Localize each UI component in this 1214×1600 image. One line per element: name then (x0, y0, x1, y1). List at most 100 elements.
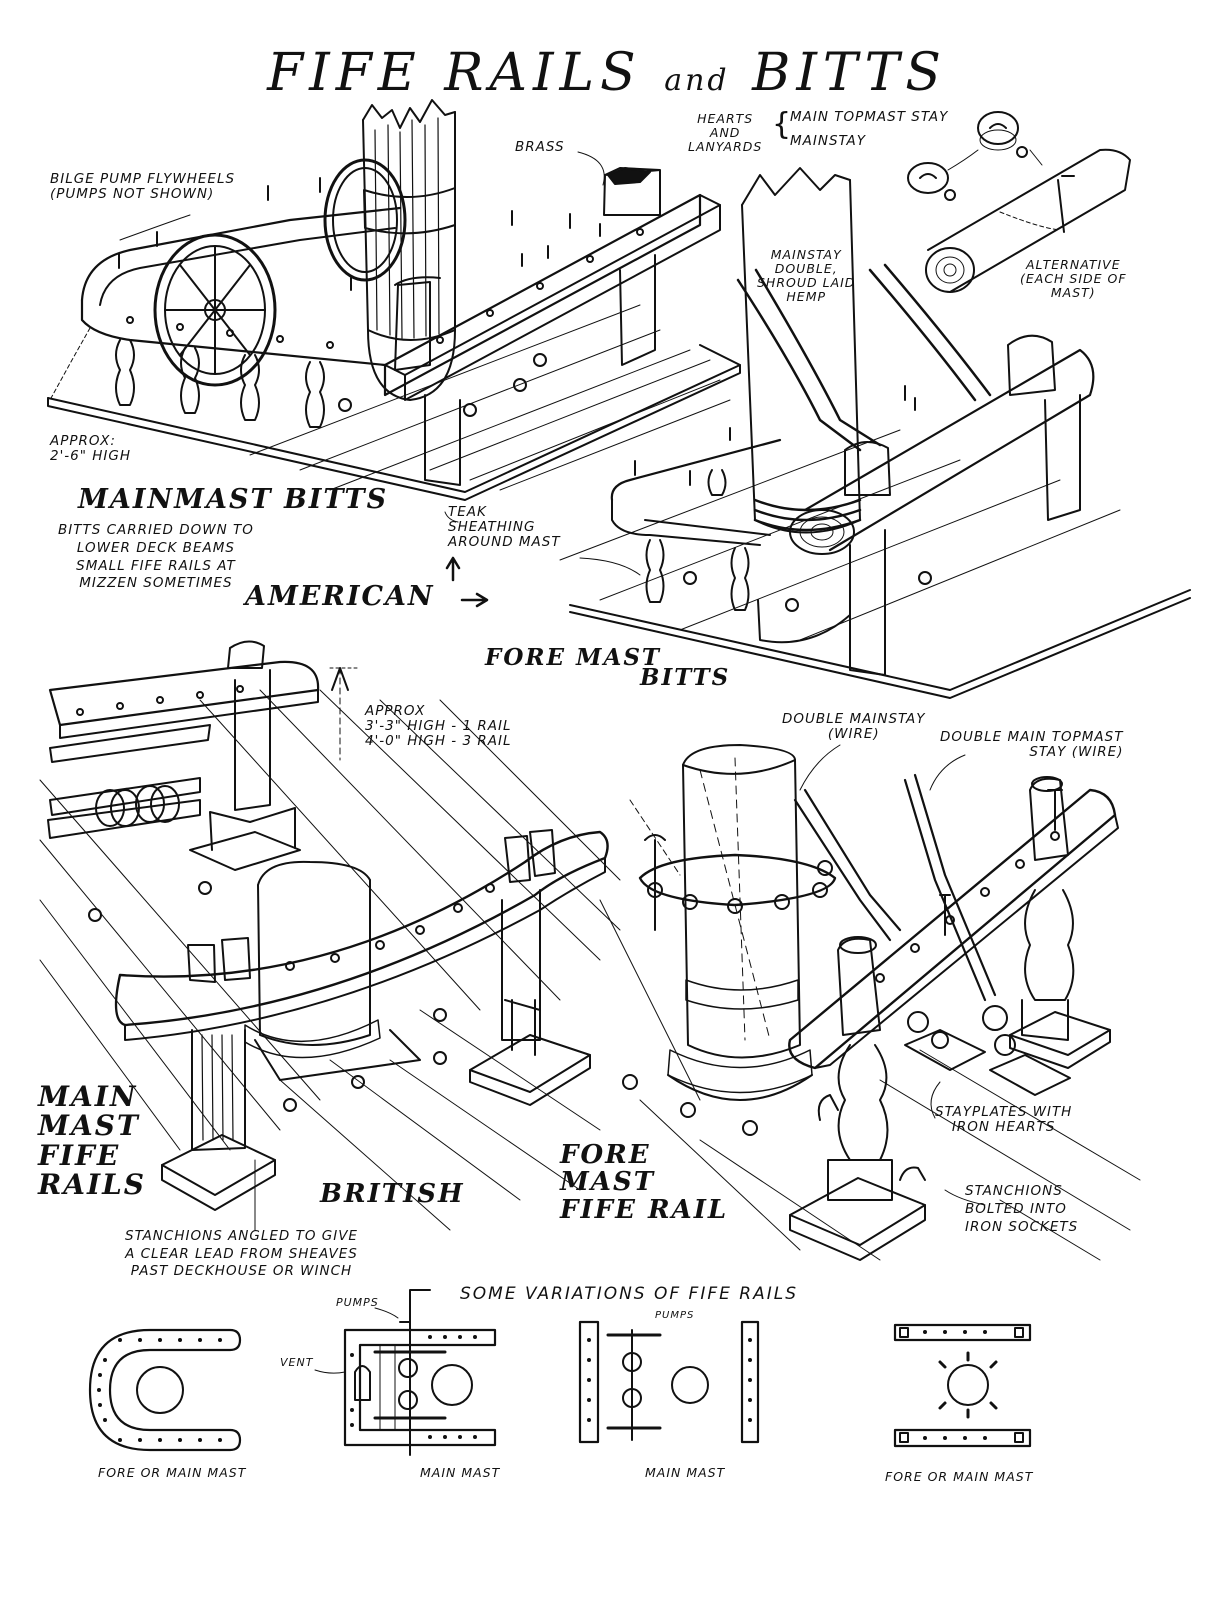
bitt-heads-curved-right (505, 830, 555, 882)
label-stayplates: STAYPLATES WITH IRON HEARTS (935, 1104, 1073, 1136)
belaying-pins (119, 178, 600, 290)
fore-bitt-beam (805, 350, 1093, 550)
deck-plate (48, 345, 740, 492)
foremast (742, 180, 860, 520)
bitt-post-back (620, 255, 655, 365)
label-mainstay: MAINSTAY (790, 133, 867, 149)
label-double-mainstay: DOUBLE MAINSTAY (WIRE) (782, 711, 926, 743)
title-conjunction: and (664, 62, 730, 98)
main-mast-fife-rails-title: MAIN MAST FIFE RAILS (38, 1080, 146, 1202)
beam-holes (127, 229, 643, 348)
fore-bitt-head-left (845, 442, 890, 495)
page-title: FIFE RAILS and BITTS (0, 43, 1214, 103)
fore-eyebolts-british (623, 1075, 757, 1135)
alternative-timber (926, 150, 1130, 292)
caption-variation-2: MAIN MAST (420, 1465, 501, 1480)
brass-cap-front (395, 277, 440, 370)
mainstay-ropes (738, 265, 990, 450)
fore-rail-stanchions (647, 470, 749, 610)
bitt-post-front (425, 395, 460, 485)
bitt-heads-curved-left (188, 938, 250, 982)
fore-socket-back (1010, 1012, 1110, 1055)
mast-partner (255, 1030, 420, 1080)
label-main-topmast-stay: MAIN TOPMAST STAY (790, 109, 949, 125)
fore-socket-front (790, 1178, 925, 1245)
caption-variation-3: MAIN MAST (645, 1465, 726, 1480)
foremast-bitts-drawing (560, 112, 1190, 698)
upper-post-socket (190, 832, 300, 870)
fore-rail-holes (876, 832, 1059, 982)
british-deck-planking (40, 690, 620, 1230)
foremast-british (683, 760, 800, 1058)
fore-deck-plate (570, 590, 1190, 690)
label-stanchions-bolted: STANCHIONS BOLTED INTO IRON SOCKETS (965, 1183, 1079, 1235)
leader-stayplates (931, 1082, 940, 1118)
front-beam (385, 195, 700, 395)
fore-post-front (850, 530, 885, 675)
fore-post-back (1045, 395, 1080, 520)
deck-planking-1 (250, 305, 730, 490)
label-approx-height: APPROX: 2'-6" HIGH (50, 433, 132, 465)
fore-pins (635, 386, 915, 485)
rail-frame-back (82, 208, 400, 300)
leader-brass (578, 152, 604, 185)
fore-bitt-head-right (1008, 336, 1055, 395)
variation-4 (895, 1325, 1030, 1446)
leader-flywheel (120, 215, 190, 240)
label-stanchions-angled: STANCHIONS ANGLED TO GIVE A CLEAR LEAD F… (125, 1228, 358, 1280)
label-pumps-2: PUMPS (655, 1310, 695, 1321)
mainmast (363, 112, 455, 340)
label-hearts: HEARTS AND LANYARDS (688, 111, 763, 154)
stayplate-right (990, 1055, 1070, 1095)
iron-hearts (908, 1006, 1015, 1055)
leader-teak (445, 512, 458, 522)
label-bilge-pump: BILGE PUMP FLYWHEELS (PUMPS NOT SHOWN) (50, 171, 236, 203)
title-right: BITTS (752, 42, 947, 103)
bitt-head-upper (228, 641, 264, 668)
british-fore-fife-rail-drawing (600, 745, 1140, 1260)
leader-bolted (945, 1190, 985, 1205)
caption-variation-4: FORE OR MAIN MAST (885, 1469, 1034, 1484)
fore-rail (612, 440, 780, 500)
fore-eyebolts (684, 572, 931, 611)
variation-2 (315, 1290, 495, 1455)
leader-teak-fore (580, 558, 640, 575)
label-approx-rails: APPROX 3'-3" HIGH - 1 RAIL 4'-0" HIGH - … (365, 703, 512, 750)
beam-end (790, 510, 854, 554)
label-mainmast-note: BITTS CARRIED DOWN TO LOWER DECK BEAMS S… (58, 522, 254, 592)
title-left: FIFE RAILS (267, 42, 642, 103)
fore-stanchion-back (1025, 890, 1073, 1000)
mainmast-bitts-title: MAINMAST BITTS (78, 484, 389, 515)
british-eyebolts (89, 882, 446, 1111)
deck-eyebolts (339, 354, 546, 416)
leader-topmast (930, 755, 965, 790)
american-section-label: AMERICAN (245, 581, 435, 612)
upper-rail-2 (50, 725, 210, 762)
foremast-bitts-title-1: FORE MAST (485, 644, 662, 671)
upper-rail-4 (48, 800, 200, 838)
label-vent: VENT (280, 1356, 314, 1369)
label-mainstay-hemp: MAINSTAY DOUBLE, SHROUD LAID HEMP (757, 247, 856, 304)
rail-holes-1 (77, 686, 243, 715)
upper-rail-1 (50, 662, 318, 725)
curved-rail-holes (286, 884, 494, 970)
variation-1 (90, 1330, 240, 1450)
band-lugs (648, 861, 832, 913)
stay-wires (795, 775, 995, 1000)
hearts-detail (908, 112, 1042, 200)
foremast-bitts-title-2: BITTS (640, 664, 731, 691)
pump-flywheel-back (325, 160, 405, 280)
label-double-topmast: DOUBLE MAIN TOPMAST STAY (WIRE) (940, 729, 1124, 761)
british-section-label: BRITISH (320, 1179, 465, 1209)
label-teak: TEAK SHEATHING AROUND MAST (448, 504, 561, 551)
leader-height (50, 328, 90, 400)
caption-variation-1: FORE OR MAIN MAST (98, 1465, 247, 1480)
hearts-brace: { (772, 107, 793, 142)
variation-3 (580, 1322, 758, 1442)
label-brass: BRASS (515, 139, 565, 155)
upper-post (235, 670, 270, 810)
fore-mast-fife-rail-title: FORE MAST FIFE RAIL (560, 1140, 729, 1225)
stayplate-left (905, 1030, 985, 1070)
label-alternative: ALTERNATIVE (EACH SIDE OF MAST) (1020, 257, 1127, 300)
